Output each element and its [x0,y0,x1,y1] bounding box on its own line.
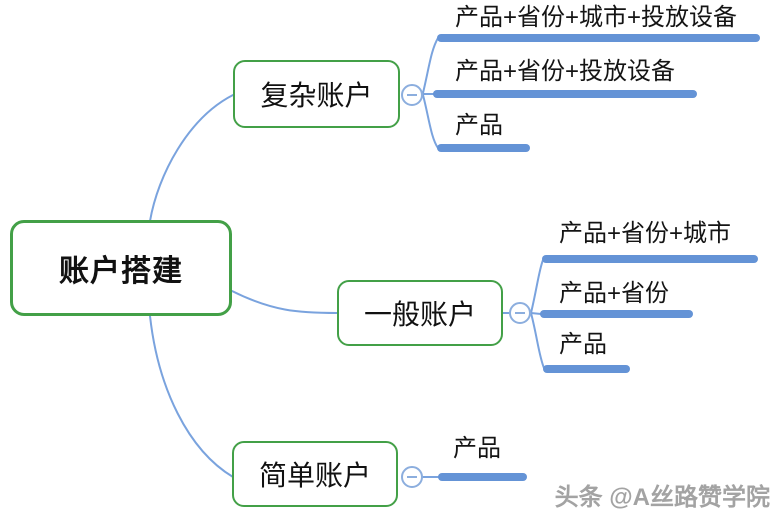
leaf-topic-label[interactable]: 产品+省份 [559,280,670,307]
connector-general-to-leaf-1 [530,259,544,314]
root-node-account-setup[interactable]: 账户搭建 [10,220,232,316]
connector-complex-to-leaf-3 [422,94,439,149]
leaf-underline [437,34,760,42]
connector-general-to-leaf-2 [530,312,542,315]
connector-root-to-complex [149,94,234,222]
leaf-underline [540,310,693,318]
leaf-topic-label[interactable]: 产品 [455,112,503,139]
leaf-underline [543,365,630,373]
branch-node-simple-account[interactable]: 简单账户 [232,441,398,507]
connector-root-to-general [231,290,338,314]
collapse-button-simple-account[interactable] [401,466,423,488]
collapse-button-complex-account[interactable] [401,84,423,106]
branch-node-general-account[interactable]: 一般账户 [337,280,503,346]
branch-node-label: 一般账户 [363,299,476,330]
watermark-text: 头条 @A丝路赞学院 [554,484,770,511]
leaf-topic-label[interactable]: 产品+省份+城市+投放设备 [455,4,738,31]
minus-icon [515,312,525,314]
leaf-underline [542,255,758,263]
connector-complex-to-leaf-1 [422,37,439,94]
leaf-topic-label[interactable]: 产品 [453,435,501,462]
leaf-topic-label[interactable]: 产品+省份+投放设备 [455,58,676,85]
branch-node-label: 简单账户 [258,460,371,491]
leaf-underline [438,473,527,481]
branch-node-complex-account[interactable]: 复杂账户 [233,60,400,128]
connector-root-to-simple [149,315,234,478]
collapse-button-general-account[interactable] [509,302,531,324]
minus-icon [407,476,417,478]
branch-node-label: 复杂账户 [260,80,373,111]
leaf-topic-label[interactable]: 产品 [559,331,607,358]
leaf-topic-label[interactable]: 产品+省份+城市 [559,220,732,247]
root-node-label: 账户搭建 [59,255,183,288]
leaf-underline [433,90,697,98]
leaf-underline [437,144,530,152]
minus-icon [407,94,417,96]
connector-general-to-leaf-3 [530,312,545,369]
